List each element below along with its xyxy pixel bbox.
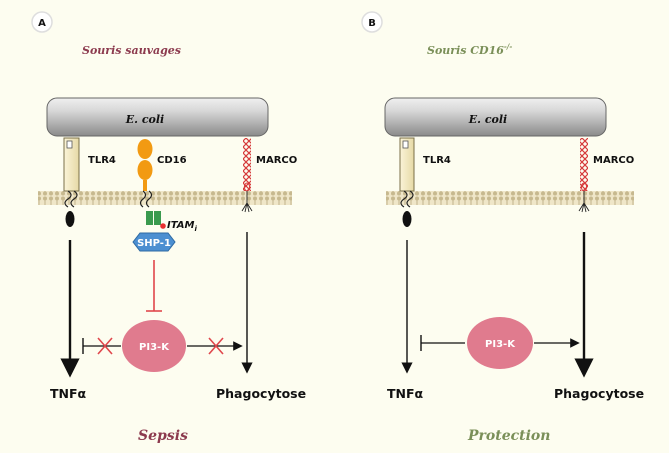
panel-b-badge: B (368, 18, 376, 29)
panel-a-title: Souris sauvages (82, 44, 181, 57)
tnf-output-b: TNFα (387, 386, 424, 401)
phago-output-b: Phagocytose (554, 386, 644, 401)
marco-label-a: MARCO (256, 155, 297, 166)
tlr4-receptor-a (63, 137, 80, 227)
tlr4-receptor-b (399, 137, 415, 227)
tlr4-label-b: TLR4 (423, 155, 451, 166)
cell-membrane-a (38, 191, 292, 205)
panel-b-title: Souris CD16-/- (427, 42, 512, 57)
marco-label-b: MARCO (593, 155, 634, 166)
ecoli-label-b: E. coli (468, 113, 507, 126)
shp1-node-a (132, 232, 176, 252)
cross-mark-right-a (208, 337, 224, 355)
cd16-receptor-a (137, 139, 153, 208)
shp1-label-a: SHP-1 (137, 238, 171, 249)
itam-label-a: ITAMi (167, 220, 197, 233)
ecoli-bar-b (384, 97, 607, 137)
outcome-a: Sepsis (138, 428, 188, 444)
panel-b-badge-circle (361, 11, 383, 33)
panel-a-badge: A (38, 18, 46, 29)
cd16-label-a: CD16 (157, 155, 187, 166)
marco-receptor-a (241, 138, 253, 213)
marco-receptor-b (578, 138, 590, 213)
cross-mark-left-a (97, 337, 113, 355)
pi3k-label-a: PI3-K (139, 342, 170, 353)
pi3k-node-a (122, 320, 186, 372)
panel-b: B Souris CD16-/- E. coli TLR4 MARCO PI3-… (361, 11, 644, 444)
cell-membrane-b (386, 191, 634, 205)
ecoli-bar-a (46, 97, 269, 137)
panel-a: A Souris sauvages E. coli TLR4 CD16 (31, 11, 306, 444)
pi3k-node-b (467, 317, 533, 369)
pi3k-label-b: PI3-K (485, 339, 516, 350)
panel-a-badge-circle (31, 11, 53, 33)
tnf-output-a: TNFα (50, 386, 87, 401)
itam-motif-a (146, 211, 166, 229)
ecoli-label-a: E. coli (125, 113, 164, 126)
tlr4-label-a: TLR4 (88, 155, 116, 166)
phago-output-a: Phagocytose (216, 386, 306, 401)
outcome-b: Protection (467, 428, 550, 444)
